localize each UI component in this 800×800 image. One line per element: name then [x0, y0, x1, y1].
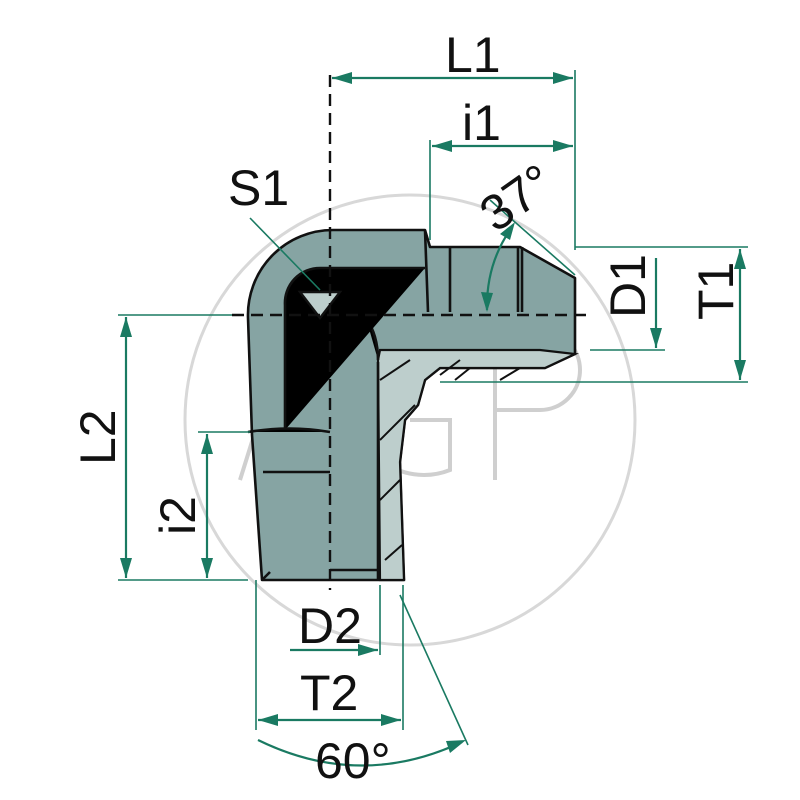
label-L1: L1 — [445, 27, 501, 83]
label-T1: T1 — [688, 262, 744, 320]
dimension-lines — [118, 70, 748, 767]
label-D2: D2 — [298, 598, 362, 654]
label-i1: i1 — [462, 95, 501, 151]
label-angle-60: 60° — [315, 733, 391, 789]
label-T2: T2 — [300, 665, 358, 721]
label-S1: S1 — [228, 160, 289, 216]
label-L2: L2 — [70, 409, 126, 465]
label-i2: i2 — [150, 496, 206, 535]
label-angle-37: 37° — [470, 153, 564, 242]
fitting-body — [232, 75, 590, 590]
label-D1: D1 — [600, 254, 656, 318]
